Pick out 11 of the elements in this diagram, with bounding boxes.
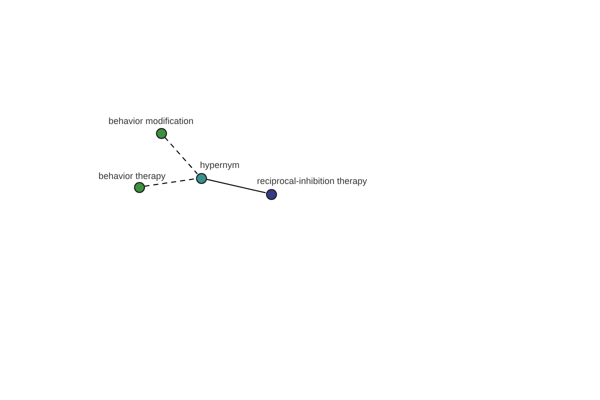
node-label: reciprocal-inhibition therapy — [256, 176, 368, 187]
node-dot — [266, 188, 276, 200]
connector — [206, 178, 266, 194]
node-dot — [156, 128, 166, 138]
node-dot — [134, 182, 144, 192]
node-label: behavior therapy — [98, 170, 167, 182]
dashed-connector — [164, 136, 198, 174]
node-label: behavior modification — [108, 116, 195, 126]
node-label: hypernym — [199, 160, 241, 171]
dashed-connector — [144, 178, 196, 187]
node-dot — [196, 172, 206, 184]
